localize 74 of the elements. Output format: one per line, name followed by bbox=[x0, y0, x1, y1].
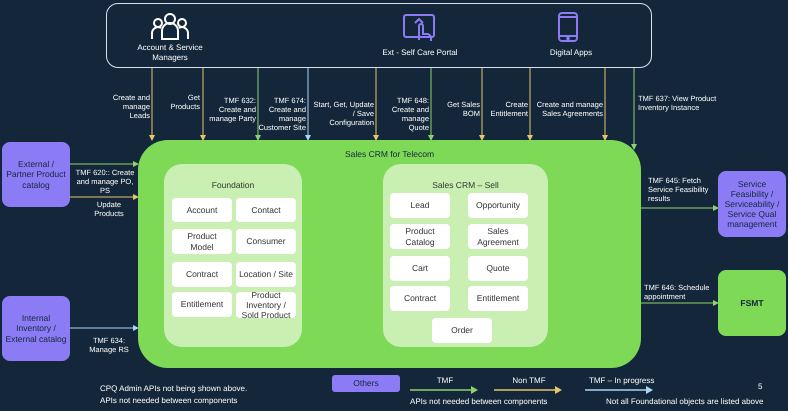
actor-label: Account & Service Managers bbox=[136, 43, 204, 62]
node-label: Account bbox=[186, 204, 218, 217]
note-text: APIs not needed between components bbox=[410, 397, 548, 406]
system-box bbox=[718, 171, 786, 237]
node-label: Contact bbox=[250, 204, 282, 217]
panel-title: Sales CRM for Telecom bbox=[344, 149, 436, 160]
node-label: Product Catalog bbox=[404, 225, 436, 249]
arrow bbox=[631, 68, 637, 150]
arrow bbox=[70, 161, 139, 167]
platform-container bbox=[138, 140, 641, 368]
arrow bbox=[479, 68, 485, 141]
arrow bbox=[640, 300, 719, 306]
entity-box bbox=[236, 229, 296, 254]
legend-label: TMF bbox=[436, 376, 454, 385]
entity-box bbox=[236, 198, 296, 222]
entity-box bbox=[172, 229, 232, 254]
legend-key: Others bbox=[332, 375, 400, 392]
node-label: Contract bbox=[402, 292, 438, 306]
arrow bbox=[200, 68, 206, 141]
arrow bbox=[527, 68, 533, 141]
node-label: External / Partner Product catalog bbox=[5, 158, 67, 192]
entity-box bbox=[172, 198, 232, 222]
node-label: Location / Site bbox=[238, 268, 294, 282]
entity-box bbox=[236, 262, 296, 287]
node-label: FSMT bbox=[739, 296, 765, 310]
node-label: Product Model bbox=[186, 230, 218, 254]
entity-box bbox=[172, 292, 232, 317]
entity-box bbox=[468, 193, 528, 218]
arrow bbox=[149, 68, 155, 141]
arrow bbox=[373, 68, 379, 141]
node-label: Cart bbox=[410, 262, 430, 276]
system-box bbox=[2, 142, 70, 207]
entity-box bbox=[390, 286, 450, 311]
node-label: Product Inventory / Sold Product bbox=[240, 292, 292, 318]
arrow bbox=[602, 68, 608, 141]
entity-box bbox=[390, 193, 450, 218]
node-label: Lead bbox=[410, 199, 430, 212]
node-label: Sales Agreement bbox=[476, 225, 520, 249]
node-label: Entitlement bbox=[476, 292, 520, 306]
entity-box bbox=[432, 318, 492, 343]
node-label: Entitlement bbox=[180, 298, 224, 312]
arrow bbox=[640, 205, 719, 211]
node-label: Internal Inventory / External catalog bbox=[4, 312, 68, 346]
entity-box bbox=[468, 256, 528, 281]
entity-box bbox=[468, 224, 528, 249]
node-label: Opportunity bbox=[475, 199, 521, 212]
actor-panel bbox=[106, 3, 652, 68]
note-text: Not all Foundational objects are listed above bbox=[606, 397, 764, 406]
arrow bbox=[70, 325, 139, 331]
actor-label: Digital Apps bbox=[548, 48, 594, 58]
node-label: Contract bbox=[184, 268, 220, 282]
arrow bbox=[255, 68, 261, 141]
entity-box bbox=[390, 256, 450, 281]
entity-box bbox=[468, 286, 528, 311]
node-label: Order bbox=[450, 324, 474, 338]
arrow bbox=[305, 68, 311, 141]
arrow bbox=[70, 194, 139, 200]
node-label: Consumer bbox=[245, 235, 287, 248]
system-box bbox=[2, 296, 70, 361]
system-box bbox=[718, 270, 786, 336]
actor-label: Ext - Self Care Portal bbox=[381, 48, 459, 58]
note-text: CPQ Admin APIs not being shown above. bbox=[100, 384, 248, 393]
page-number: 5 bbox=[758, 382, 762, 391]
panel-title: Foundation bbox=[210, 180, 256, 190]
entity-box bbox=[390, 224, 450, 249]
panel-title: Sales CRM – Sell bbox=[431, 180, 500, 190]
node-label: Quote bbox=[485, 262, 511, 276]
arrow bbox=[428, 68, 434, 141]
note-text: APIs not needed between components bbox=[100, 396, 238, 405]
module-panel bbox=[164, 164, 302, 347]
legend-label: Non TMF bbox=[511, 376, 547, 385]
module-panel bbox=[383, 164, 548, 347]
node-label: Service Feasibility / Serviceability / Service Qual management bbox=[724, 178, 780, 232]
entity-box bbox=[172, 262, 232, 287]
